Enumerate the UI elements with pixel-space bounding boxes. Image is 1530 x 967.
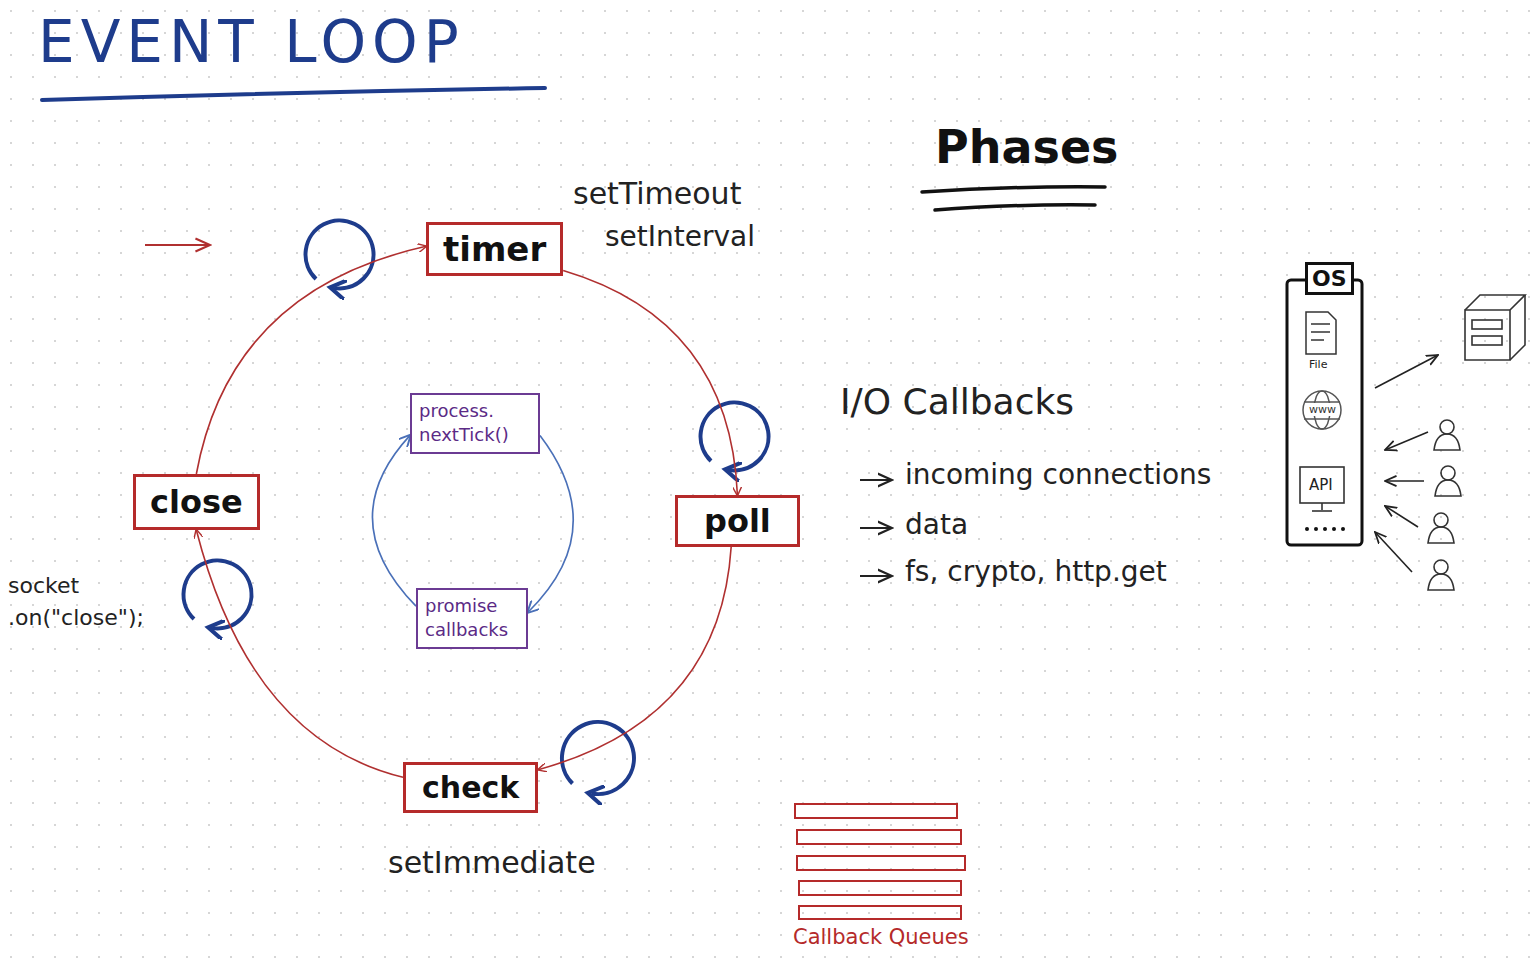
phase-box-text: poll [704,502,771,540]
flow-arrow [372,435,416,606]
phase-box: timer [426,222,563,276]
panel-dots [1305,527,1345,531]
os-tag-text: OS [1312,266,1347,291]
list-arrow [860,479,892,481]
queue-caption: Callback Queues [793,925,969,950]
diagram-title: EVENT LOOP [38,8,465,78]
os-tag: OS [1305,262,1354,295]
flow-arrow [528,435,573,612]
phases-underline [935,205,1095,210]
api-name: setInterval [605,220,755,254]
api-name: socket .on("close"); [8,570,173,634]
icon-caption: www [1308,403,1337,416]
list-item: fs, crypto, http.get [905,555,1167,589]
phase-box-text: close [150,483,243,521]
globe-icon [1303,391,1341,429]
phase-loop [306,220,374,288]
api-monitor [1300,467,1344,511]
section-heading: Phases [935,120,1118,175]
microtask-box: promise callbacks [416,588,528,649]
phase-box: check [403,762,538,813]
section-heading: I/O Callbacks [840,380,1074,423]
list-item: incoming connections [905,458,1211,492]
flow-arrow [563,271,737,495]
os-panel [1287,280,1362,545]
phase-box: poll [675,495,800,547]
list-item: data [905,508,968,542]
pointer-arrow [145,244,210,246]
user-icons [1428,420,1461,590]
microtask-box-text: promise callbacks [425,594,519,643]
server-arrow [1375,355,1438,388]
flow-arrow [196,246,426,474]
phase-box-text: check [422,770,519,805]
list-arrow [860,527,892,529]
file-icon [1306,312,1336,354]
api-name: setTimeout [573,176,741,212]
icon-caption: API [1309,476,1333,494]
user-arrows [1375,432,1428,572]
phase-box: close [133,474,260,530]
phase-box-text: timer [443,229,546,269]
microtask-box-text: process. nextTick() [419,399,531,448]
list-arrow [860,575,892,577]
microtask-box: process. nextTick() [410,393,540,454]
callback-queue-bars [795,804,965,919]
flow-arrow [196,530,403,777]
api-name: setImmediate [388,845,596,881]
flow-arrow [538,547,731,770]
server-box [1465,295,1525,360]
phases-underline [922,187,1105,192]
title-underline [42,88,545,100]
icon-caption: File [1309,358,1327,371]
